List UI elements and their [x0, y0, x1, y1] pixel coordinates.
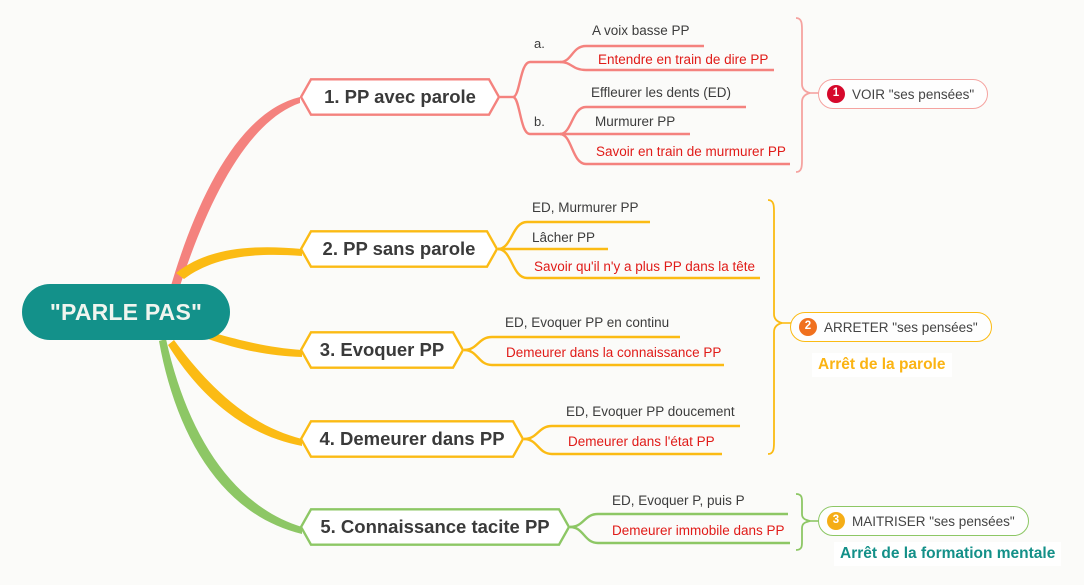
leaf-item[interactable]: ED, Evoquer PP doucement: [566, 404, 735, 419]
trunk-curve-1: [170, 97, 300, 292]
branch-node-3-label: 3. Evoquer PP: [319, 339, 445, 360]
group-label-a: a.: [534, 36, 545, 51]
summary-pill-1[interactable]: 1 VOIR "ses pensées": [818, 79, 989, 109]
trunk-curve-2: [176, 247, 302, 279]
summary-badge-1: 1: [827, 85, 845, 103]
root-node-label: "PARLE PAS": [49, 298, 203, 325]
summary-pill-3-label: MAITRISER "ses pensées": [852, 513, 1015, 529]
leaf-item[interactable]: Demeurer dans la connaissance PP: [506, 345, 722, 360]
leaf-item[interactable]: Murmurer PP: [595, 114, 676, 129]
trunk-curve-4: [168, 340, 302, 446]
leaf-item[interactable]: Effleurer les dents (ED): [591, 85, 732, 100]
leaf-item[interactable]: ED, Evoquer P, puis P: [612, 493, 745, 508]
leaf-item[interactable]: Demeurer dans l'état PP: [568, 434, 715, 449]
branch-node-2-label: 2. PP sans parole: [322, 238, 476, 259]
branch-node-4-label: 4. Demeurer dans PP: [319, 428, 505, 449]
hexagon-outline-3: [300, 331, 464, 369]
summary-caption-3: Arrêt de la formation mentale: [834, 542, 1062, 566]
hexagon-outline-5: [300, 508, 570, 546]
branch-node-1[interactable]: 1. PP avec parole: [300, 78, 500, 116]
hexagon-outline-4: [300, 420, 524, 458]
branch-node-4[interactable]: 4. Demeurer dans PP: [300, 420, 524, 458]
bracket-3: [795, 493, 811, 551]
branch-node-2[interactable]: 2. PP sans parole: [300, 230, 498, 268]
root-node[interactable]: "PARLE PAS": [22, 284, 230, 340]
leaf-item[interactable]: ED, Murmurer PP: [532, 200, 639, 215]
leaf-item[interactable]: Entendre en train de dire PP: [598, 52, 769, 67]
trunk-curve-3: [208, 333, 302, 357]
summary-pill-3[interactable]: 3 MAITRISER "ses pensées": [818, 506, 1029, 536]
leaf-item[interactable]: Savoir qu'il n'y a plus PP dans la tête: [534, 259, 756, 274]
leaf-item[interactable]: Savoir en train de murmurer PP: [596, 144, 786, 159]
hexagon-outline-2: [300, 230, 498, 268]
bracket-2: [767, 199, 783, 455]
leaf-item[interactable]: Lâcher PP: [532, 230, 596, 245]
branch-node-1-label: 1. PP avec parole: [324, 86, 476, 107]
summary-pill-2[interactable]: 2 ARRETER "ses pensées": [790, 312, 992, 342]
summary-badge-2: 2: [799, 318, 817, 336]
leaf-item[interactable]: ED, Evoquer PP en continu: [505, 315, 670, 330]
bracket-1: [795, 17, 811, 173]
branch1-fork-up: [512, 60, 560, 99]
trunk-curve-5: [159, 339, 302, 534]
leaf-item[interactable]: A voix basse PP: [592, 23, 690, 38]
branch-node-5-label: 5. Connaissance tacite PP: [320, 516, 550, 537]
summary-pill-2-label: ARRETER "ses pensées": [824, 319, 978, 335]
branch-node-5[interactable]: 5. Connaissance tacite PP: [300, 508, 570, 546]
group-label-b: b.: [534, 114, 545, 129]
summary-pill-1-label: VOIR "ses pensées": [852, 86, 975, 102]
leaf-item[interactable]: Demeurer immobile dans PP: [612, 523, 785, 538]
branch-node-3[interactable]: 3. Evoquer PP: [300, 331, 464, 369]
summary-caption-2: Arrêt de la parole: [812, 353, 952, 377]
hexagon-outline-1: [300, 78, 500, 116]
summary-badge-3: 3: [827, 512, 845, 530]
